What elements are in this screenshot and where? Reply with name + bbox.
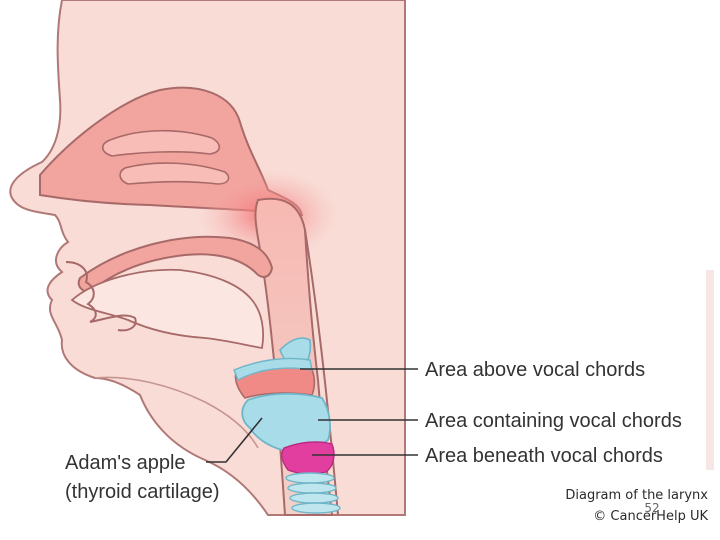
label-area-containing: Area containing vocal chords (425, 410, 682, 432)
credit-line-1: Diagram of the larynx (565, 488, 708, 503)
upper-cartilage-band (233, 357, 313, 381)
head-profile (9, 0, 406, 516)
label-thyroid-cartilage: (thyroid cartilage) (65, 481, 220, 503)
trachea (285, 472, 341, 514)
leader-adams-apple (206, 417, 263, 463)
tongue (70, 268, 265, 350)
page-number: 52 (644, 501, 659, 515)
label-area-above: Area above vocal chords (425, 359, 645, 381)
spine-line (304, 229, 339, 516)
lips (65, 261, 137, 332)
chin-line (94, 376, 259, 449)
credit-line-2: © CancerHelp UK (593, 509, 708, 524)
edge-watermark (706, 270, 714, 470)
label-area-beneath: Area beneath vocal chords (425, 445, 663, 467)
nasal-turbinate-1 (101, 129, 221, 157)
area-beneath-vocal-chords (281, 441, 335, 475)
label-adams-apple: Adam's apple (65, 452, 186, 474)
